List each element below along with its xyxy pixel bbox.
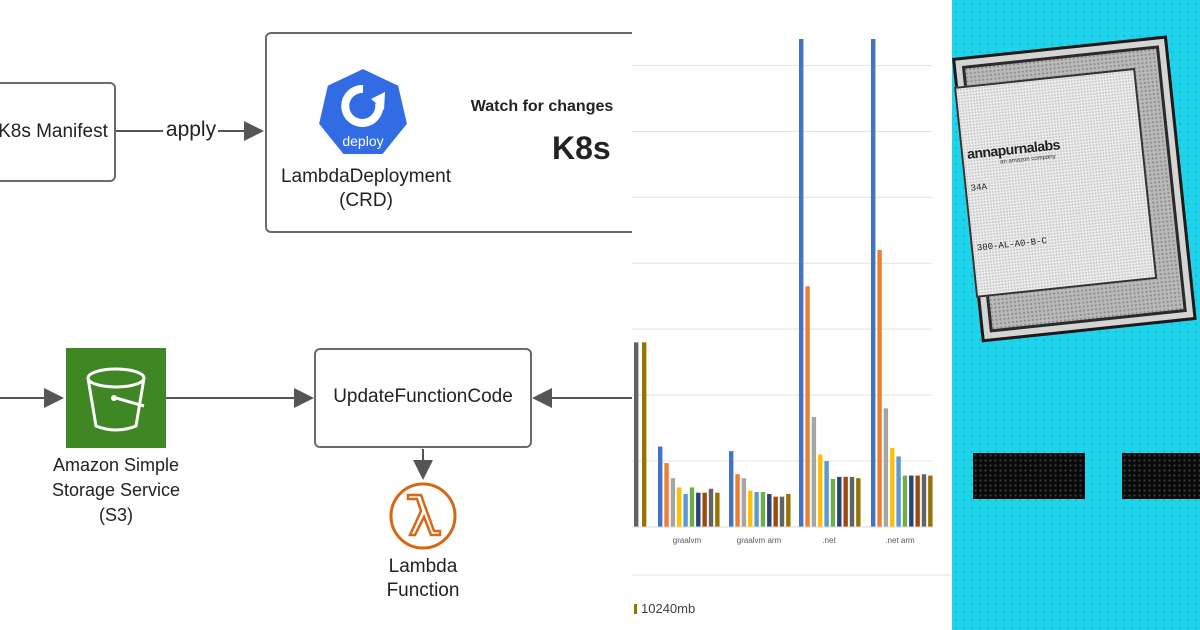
- chart-bar: [921, 474, 927, 527]
- chart-bar: [856, 478, 861, 527]
- lambda-label-line2: Function: [386, 580, 460, 601]
- chart-bar: [760, 492, 766, 527]
- chip-photo: annapurnalabs an amazon company 34A 300-…: [952, 0, 1200, 630]
- chart-bar: [773, 496, 778, 527]
- chip-code-1: 34A: [970, 182, 988, 194]
- chart-bar: [824, 461, 829, 527]
- lambda-icon: [388, 481, 458, 551]
- chart-bar: [883, 408, 889, 527]
- s3-label-line1: Amazon Simple: [52, 455, 180, 475]
- watch-label: Watch for changes: [470, 98, 614, 115]
- chart-tick-label: graalvm: [673, 536, 702, 545]
- chart-bar: [696, 492, 701, 527]
- s3-label-line2: Storage Service: [51, 480, 181, 500]
- chart-bar: [799, 39, 804, 527]
- chart-bar: [729, 451, 734, 527]
- update-function-code-label: UpdateFunctionCode: [333, 386, 513, 407]
- chart-bar: [689, 487, 695, 527]
- s3-icon: [66, 348, 166, 448]
- chart-bar: [767, 494, 772, 527]
- benchmark-chart: graalvm graalvm arm .net .net arm 10240mb: [632, 0, 953, 630]
- crd-sub: (CRD): [339, 190, 393, 211]
- chart-bar: [915, 475, 920, 527]
- chart-bar: [896, 456, 901, 527]
- chart-bar: [837, 476, 842, 527]
- s3-label-line3: (S3): [98, 505, 133, 525]
- chart-bar: [805, 286, 810, 527]
- chart-tick-labels: graalvm graalvm arm .net .net arm: [673, 536, 915, 545]
- chart-bar: [735, 474, 740, 527]
- k8s-manifest-box: K8s Manifest: [0, 82, 116, 182]
- chart-bar: [890, 447, 895, 527]
- chart-bar: [830, 478, 836, 527]
- chart-bar: [818, 454, 823, 527]
- legend-label: 10240mb: [641, 601, 696, 616]
- chart-bar: [849, 476, 855, 527]
- chart-canvas: graalvm graalvm arm .net .net arm: [632, 39, 952, 576]
- chart-bar: [642, 342, 647, 527]
- chart-bar: [708, 488, 714, 527]
- chart-bar: [658, 446, 663, 527]
- deploy-icon-label: deploy: [342, 133, 384, 149]
- chart-bar: [902, 475, 908, 527]
- chart-bar: [779, 496, 785, 527]
- update-function-code-box: UpdateFunctionCode: [314, 348, 532, 448]
- k8s-label: K8s: [552, 130, 611, 166]
- chart-tick-label: .net: [822, 536, 836, 545]
- legend-swatch: [634, 604, 637, 614]
- chart-bar: [664, 463, 669, 527]
- chart-bar: [786, 494, 791, 527]
- chart-bar: [909, 475, 914, 527]
- chart-bar: [871, 39, 876, 527]
- chart-bar: [683, 494, 688, 527]
- chart-bar: [677, 487, 682, 527]
- k8s-manifest-label: K8s Manifest: [0, 121, 108, 142]
- chart-bar: [670, 478, 676, 527]
- chip-code-2: 300-AL-A0-B-C: [976, 236, 1048, 254]
- chart-bar: [928, 475, 933, 527]
- black-bar-right: [1122, 453, 1200, 499]
- apply-label: apply: [165, 118, 217, 141]
- lambda-label-line1: Lambda: [388, 556, 458, 577]
- chart-bars: [634, 39, 933, 527]
- chart-tick-label: .net arm: [885, 536, 915, 545]
- chip-lid: annapurnalabs an amazon company 34A 300-…: [954, 67, 1158, 298]
- chart-bar: [702, 492, 707, 527]
- chart-bar: [715, 492, 720, 527]
- chart-bar: [843, 476, 848, 527]
- chart-bar: [741, 478, 747, 527]
- chart-bar: [754, 492, 759, 527]
- architecture-diagram: K8s Manifest apply deploy LambdaDeployme…: [0, 32, 632, 601]
- chart-bar: [748, 490, 753, 527]
- chart-bar: [877, 250, 882, 527]
- chart-bar: [634, 342, 639, 527]
- processor-chip: annapurnalabs an amazon company 34A 300-…: [952, 35, 1197, 343]
- chart-tick-label: graalvm arm: [737, 536, 782, 545]
- crd-name: LambdaDeployment: [280, 166, 452, 187]
- chart-bar: [811, 416, 817, 527]
- deploy-icon: deploy: [315, 64, 411, 160]
- black-bar-left: [973, 453, 1085, 499]
